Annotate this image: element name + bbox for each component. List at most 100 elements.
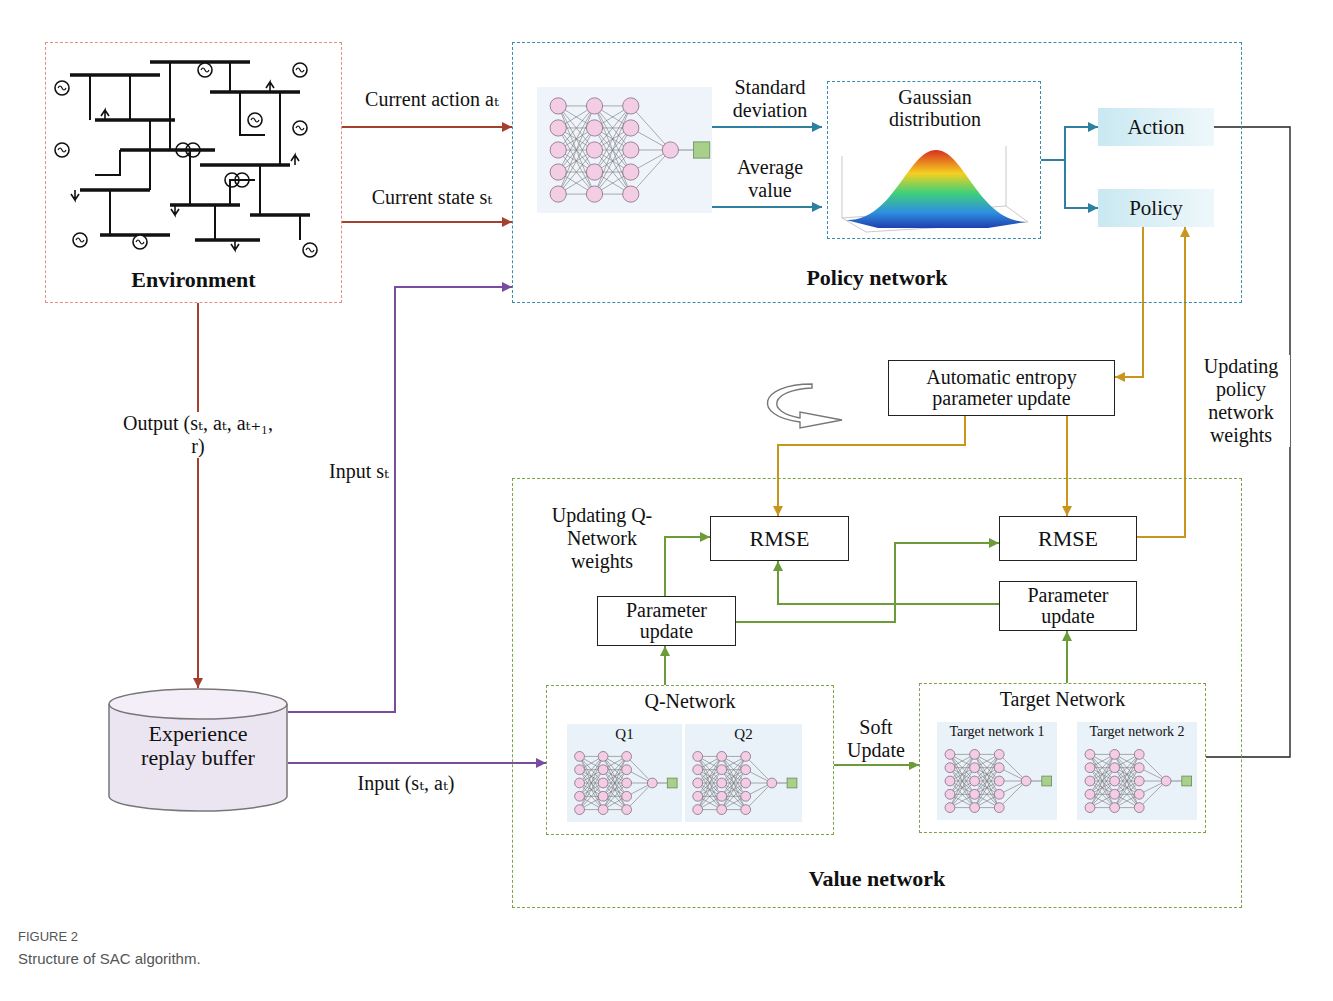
edge-label: Current action aₜ xyxy=(352,88,512,111)
connector xyxy=(834,764,919,766)
nn-link xyxy=(580,756,604,796)
connector xyxy=(288,762,546,764)
nn-neuron xyxy=(1134,763,1144,773)
q-panel: Q2 xyxy=(685,724,802,822)
node-text: RMSE xyxy=(1038,527,1098,550)
q-panel: Q1 xyxy=(567,724,682,822)
nn-link xyxy=(603,756,627,796)
action-box: Action xyxy=(1098,108,1214,146)
nn-neuron xyxy=(1110,776,1120,786)
connector xyxy=(664,646,666,685)
nn-neuron xyxy=(575,791,585,801)
nn-link xyxy=(580,756,604,796)
nn-neuron xyxy=(598,752,608,762)
nn-neuron xyxy=(1110,789,1120,799)
node-text: Q1 xyxy=(567,726,682,743)
nn-neuron xyxy=(693,791,703,801)
nn-link xyxy=(558,106,594,172)
node-text: Policy network xyxy=(513,266,1241,290)
nn-neuron xyxy=(1085,750,1095,760)
edge-label: Input sₜ xyxy=(305,460,389,483)
connector xyxy=(342,126,512,128)
rotation-icon xyxy=(767,384,842,428)
generator-symbol xyxy=(133,235,147,249)
connector xyxy=(342,221,512,223)
nn-neuron xyxy=(623,142,639,158)
target-panel: Target network 2 xyxy=(1077,722,1197,820)
figure-caption: Structure of SAC algorithm. xyxy=(18,950,618,967)
nn-neuron xyxy=(598,778,608,788)
nn-neuron xyxy=(693,805,703,815)
nn-neuron xyxy=(767,778,777,788)
nn-neuron xyxy=(550,164,566,180)
target-network-group: Target NetworkTarget network 1Target net… xyxy=(919,683,1206,833)
connector xyxy=(1206,127,1290,757)
nn-link xyxy=(722,756,746,796)
nn-neuron xyxy=(622,765,632,775)
nn-neuron xyxy=(550,142,566,158)
nn-neuron xyxy=(575,805,585,815)
nn-link xyxy=(1090,754,1115,794)
nn-neuron xyxy=(598,791,608,801)
nn-link xyxy=(603,770,627,810)
generator-wave xyxy=(296,126,304,130)
nn-neuron xyxy=(945,750,955,760)
nn-neuron xyxy=(623,186,639,202)
nn-link xyxy=(698,756,722,796)
nn-link xyxy=(1090,754,1115,794)
nn-neuron xyxy=(1110,763,1120,773)
connector xyxy=(1041,127,1098,160)
neural-network-icon xyxy=(1085,750,1192,813)
nn-neuron xyxy=(586,186,602,202)
network-panel xyxy=(537,87,712,213)
nn-link xyxy=(950,768,975,808)
connector xyxy=(1066,631,1068,683)
generator-wave xyxy=(76,238,84,242)
nn-neuron xyxy=(598,765,608,775)
connector xyxy=(288,287,512,712)
nn-neuron xyxy=(550,120,566,136)
nn-neuron xyxy=(586,142,602,158)
nn-neuron xyxy=(1134,750,1144,760)
nn-neuron xyxy=(717,752,727,762)
nn-link xyxy=(975,754,1000,794)
connector xyxy=(1066,416,1068,516)
nn-neuron xyxy=(1085,776,1095,786)
nn-link xyxy=(558,128,594,194)
generator-symbol xyxy=(293,63,307,77)
policy-box: Policy xyxy=(1098,189,1214,227)
nn-neuron xyxy=(994,803,1004,813)
generator-symbol xyxy=(73,233,87,247)
nn-neuron xyxy=(550,98,566,114)
nn-link xyxy=(558,106,594,172)
nn-neuron xyxy=(575,752,585,762)
neural-network-icon xyxy=(550,98,710,202)
nn-neuron xyxy=(1021,776,1031,786)
connector xyxy=(1041,160,1098,208)
edge-label: Soft Update xyxy=(838,716,914,762)
nn-neuron xyxy=(693,765,703,775)
nn-neuron xyxy=(693,778,703,788)
target-panel: Target network 1 xyxy=(937,722,1057,820)
cylinder-body xyxy=(109,704,287,811)
generator-wave xyxy=(306,248,314,252)
replay-buffer-cylinder: Experience replay buffer xyxy=(108,688,288,812)
node-text: Q-Network xyxy=(547,690,833,712)
nn-neuron xyxy=(550,186,566,202)
nn-neuron xyxy=(994,789,1004,799)
output-label: Standard deviation xyxy=(718,76,822,122)
edge-label: Output (sₜ, aₜ, aₜ₊₁, r) xyxy=(120,412,276,458)
connector xyxy=(778,416,965,516)
nn-neuron xyxy=(662,142,678,158)
node-text: Target network 1 xyxy=(937,724,1057,740)
nn-link xyxy=(595,106,631,172)
node-text: RMSE xyxy=(750,527,810,550)
nn-neuron xyxy=(1085,803,1095,813)
nn-neuron xyxy=(693,752,703,762)
parameter-update-box: Parameter update xyxy=(999,581,1137,631)
nn-neuron xyxy=(945,803,955,813)
nn-neuron xyxy=(1110,803,1120,813)
generator-wave xyxy=(251,118,259,122)
